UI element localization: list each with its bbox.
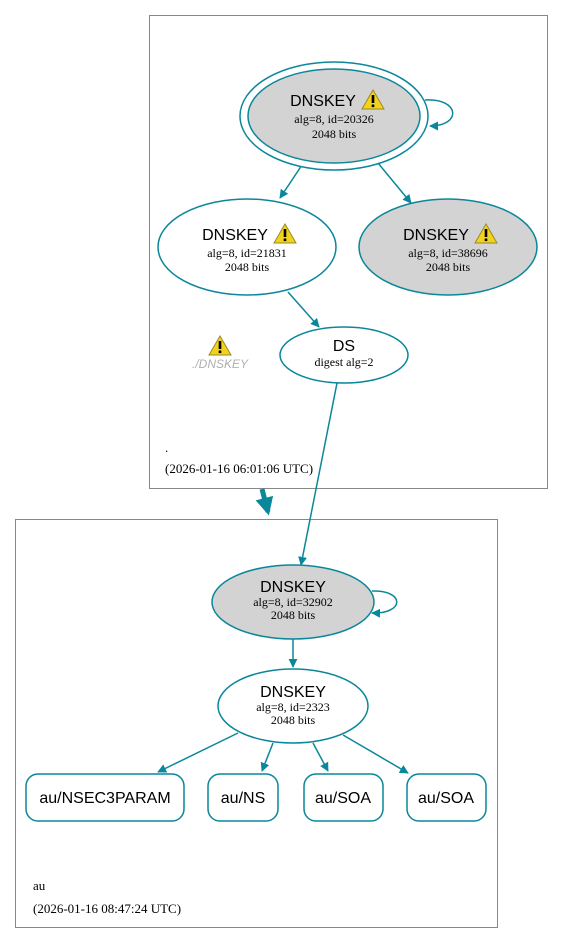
edge-ksk-root-to-zsk-root-1	[279, 164, 303, 199]
record-au-soa-2-shape	[406, 773, 487, 822]
edge-ksk-root-to-zsk-root-2	[377, 162, 412, 204]
root-dnskey-warning-label: ./DNSKEY	[192, 357, 249, 371]
edge-zsk-au-to-soa-1	[312, 742, 329, 772]
record-au-ns-label: au/NS	[221, 790, 265, 807]
node-ksk-root-bits: 2048 bits	[312, 127, 357, 141]
self-loop-ksk-root	[424, 99, 454, 131]
node-zsk-au-title: DNSKEY	[260, 684, 326, 701]
node-zsk-au-alg: alg=8, id=2323	[256, 700, 330, 714]
edge-zsk-root-to-ds	[287, 291, 320, 328]
node-ds-au-digest: digest alg=2	[314, 355, 373, 369]
delegation-arrow	[255, 488, 274, 516]
node-zsk-root-1-shape	[157, 198, 337, 296]
node-zsk-root-1[interactable]: DNSKEY alg=8, id=21831 2048 bits	[157, 198, 337, 296]
node-zsk-root-2-bits: 2048 bits	[426, 260, 471, 274]
node-zsk-root-1-alg: alg=8, id=21831	[207, 246, 287, 260]
node-zsk-root-2-shape	[358, 198, 538, 296]
record-au-soa-1-label: au/SOA	[315, 790, 371, 807]
node-ksk-au[interactable]: DNSKEY alg=8, id=32902 2048 bits	[211, 564, 375, 640]
node-ksk-au-shape	[211, 564, 375, 640]
edge-zsk-au-to-nsec3param	[157, 732, 239, 773]
node-zsk-au[interactable]: DNSKEY alg=8, id=2323 2048 bits	[217, 668, 369, 744]
edge-zsk-au-to-soa-2	[342, 734, 409, 774]
edge-zsk-au-to-ns	[260, 742, 274, 772]
node-ksk-au-title: DNSKEY	[260, 579, 326, 596]
node-ds-au-shape	[279, 326, 409, 384]
zone-au-name: au	[33, 878, 46, 893]
record-au-nsec3param-shape	[25, 773, 185, 822]
record-au-soa-1[interactable]: au/SOA	[303, 773, 384, 822]
node-zsk-root-1-title: DNSKEY	[202, 227, 268, 244]
record-au-soa-2[interactable]: au/SOA	[406, 773, 487, 822]
node-zsk-root-2-title: DNSKEY	[403, 227, 469, 244]
self-loop-ksk-au	[371, 590, 398, 618]
zone-root-timestamp: (2026-01-16 06:01:06 UTC)	[165, 461, 313, 476]
node-zsk-root-2-alg: alg=8, id=38696	[408, 246, 488, 260]
node-ksk-au-bits: 2048 bits	[271, 608, 316, 622]
node-ksk-root-title: DNSKEY	[290, 93, 356, 110]
node-zsk-root-1-bits: 2048 bits	[225, 260, 270, 274]
node-zsk-au-shape	[217, 668, 369, 744]
node-ds-au[interactable]: DS digest alg=2	[279, 326, 409, 384]
node-ksk-root-shape	[247, 68, 421, 164]
zone-root-name: .	[165, 440, 168, 455]
record-au-soa-1-shape	[303, 773, 384, 822]
record-au-nsec3param-label: au/NSEC3PARAM	[39, 790, 170, 807]
root-dnskey-warning[interactable]: ./DNSKEY	[192, 335, 249, 371]
record-au-nsec3param[interactable]: au/NSEC3PARAM	[25, 773, 185, 822]
record-au-ns[interactable]: au/NS	[207, 773, 279, 822]
zone-au-timestamp: (2026-01-16 08:47:24 UTC)	[33, 901, 181, 916]
node-zsk-root-2[interactable]: DNSKEY alg=8, id=38696 2048 bits	[358, 198, 538, 296]
node-ksk-root-alg: alg=8, id=20326	[294, 112, 374, 126]
node-ds-au-title: DS	[333, 338, 355, 355]
record-au-soa-2-label: au/SOA	[418, 790, 474, 807]
node-ksk-au-alg: alg=8, id=32902	[253, 595, 333, 609]
edge-ds-to-ksk-au	[298, 382, 338, 566]
record-au-ns-shape	[207, 773, 279, 822]
node-zsk-au-bits: 2048 bits	[271, 713, 316, 727]
node-ksk-root[interactable]: DNSKEY alg=8, id=20326 2048 bits	[239, 61, 429, 171]
